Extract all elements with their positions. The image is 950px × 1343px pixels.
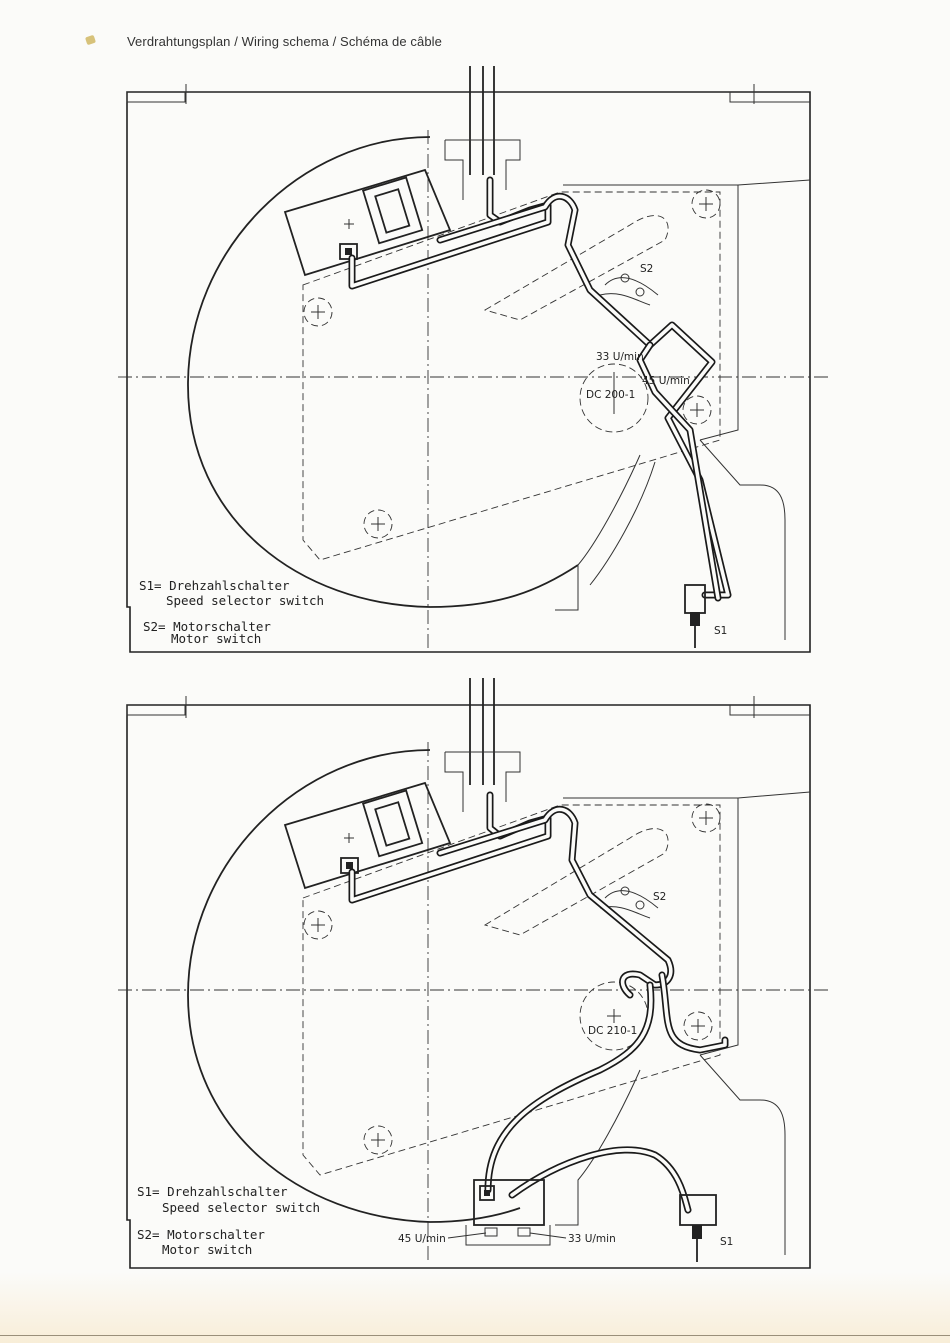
- wiring-diagram-bottom: DC 210-1 S2: [0, 670, 950, 1270]
- paper-edge-tint: [0, 1272, 950, 1343]
- motor-label: DC 210-1: [588, 1025, 637, 1037]
- page-title: Verdrahtungsplan / Wiring schema / Schém…: [127, 34, 442, 49]
- legend-s2-en: Motor switch: [171, 631, 261, 646]
- s2-label: S2: [640, 263, 653, 275]
- speed-45-label: 45 U/min: [398, 1233, 446, 1245]
- s1-label: S1: [720, 1236, 733, 1248]
- legend-s1-de: S1= Drehzahlschalter: [139, 578, 290, 593]
- legend-s2-en: Motor switch: [162, 1242, 252, 1257]
- legend-s2-de: S2= Motorschalter: [137, 1227, 265, 1242]
- stamp-mark-icon: [85, 35, 96, 45]
- s2-label: S2: [653, 891, 666, 903]
- mains-cable-entry: [470, 678, 494, 785]
- platter-outline: [188, 137, 578, 607]
- speed-33-label: 33 U/min: [568, 1233, 616, 1245]
- mounting-hole-icon: [304, 190, 720, 538]
- mains-cable-entry: [470, 66, 494, 175]
- speed-33-label: 33 U/min: [596, 351, 644, 363]
- paper-edge-line: [0, 1335, 950, 1336]
- platter-outline: [188, 750, 520, 1222]
- legend-s1-en: Speed selector switch: [162, 1200, 320, 1215]
- motor-label: DC 200-1: [586, 389, 635, 401]
- s2-switch: [600, 274, 658, 305]
- legend-s1-en: Speed selector switch: [166, 593, 324, 608]
- wiring-diagram-top: DC 200-1 S2: [0, 60, 950, 660]
- speed-45-label: 45 U/min: [642, 375, 690, 387]
- s1-label: S1: [714, 625, 727, 637]
- legend-s1-de: S1= Drehzahlschalter: [137, 1184, 288, 1199]
- mounting-hole-icon: [304, 804, 720, 1154]
- motor-switch-block: [285, 783, 450, 888]
